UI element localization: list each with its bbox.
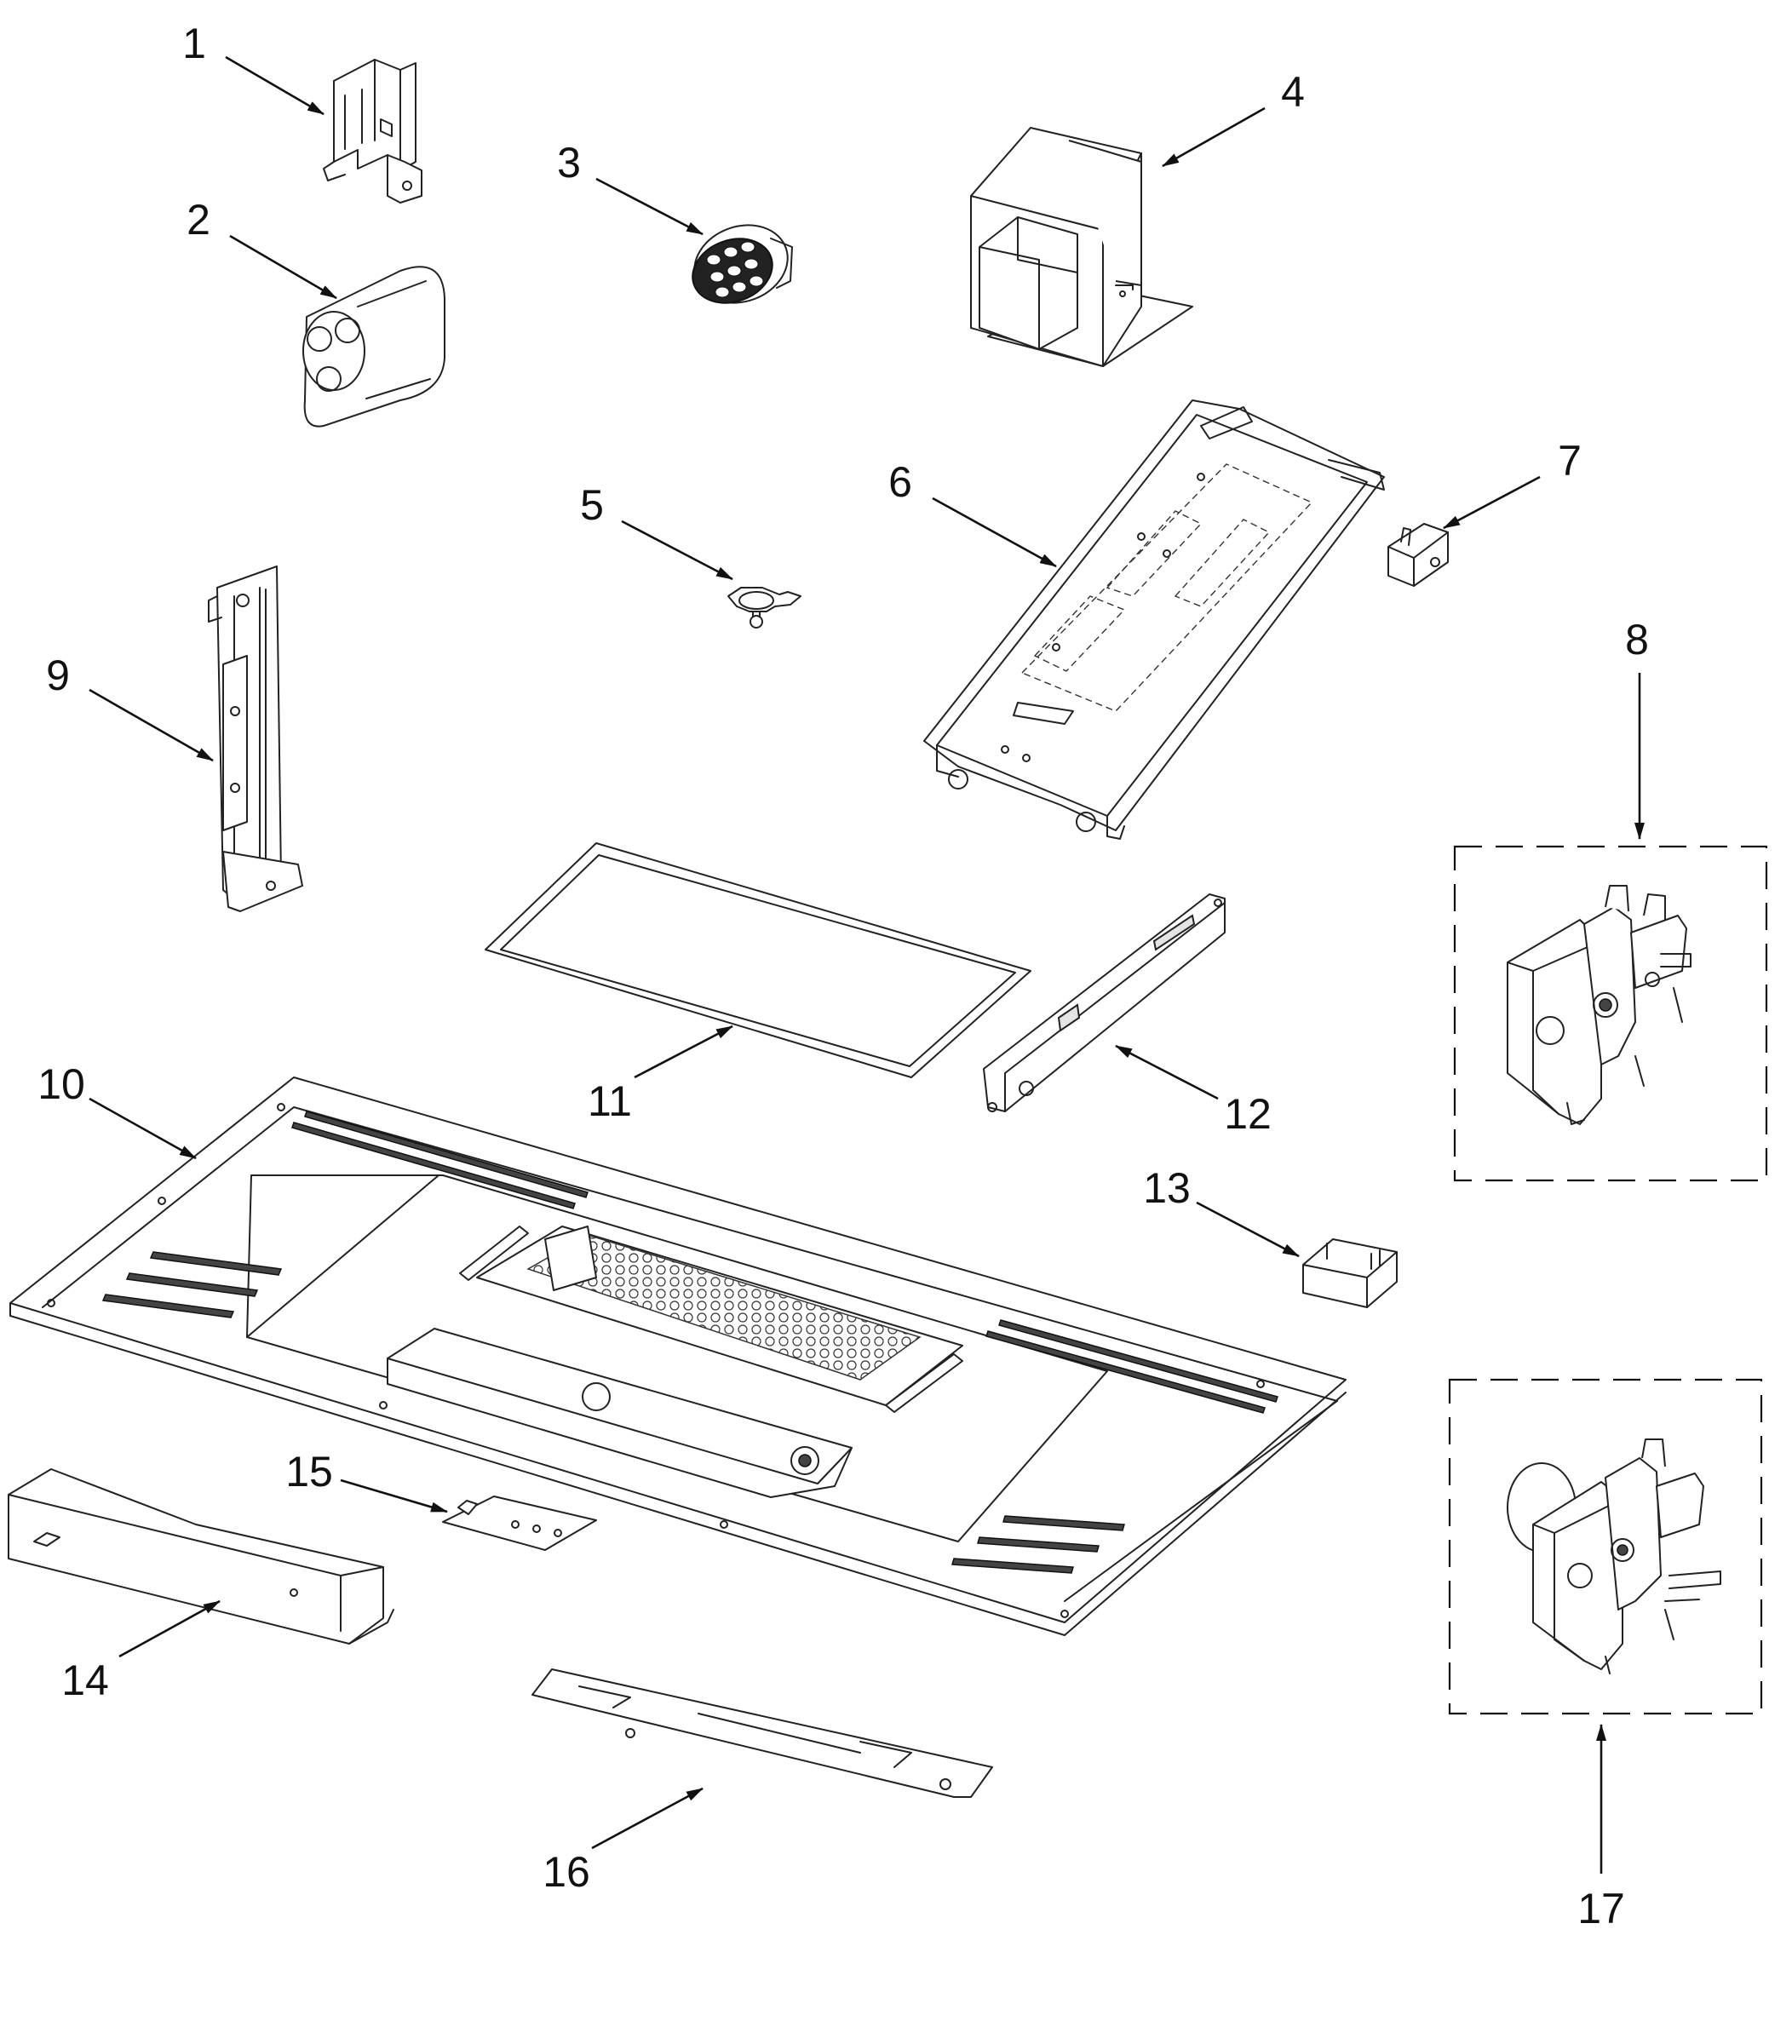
callout-16: 16: [543, 1848, 590, 1896]
part-3-terminal-block: [692, 224, 793, 304]
callout-4: 4: [1281, 68, 1305, 116]
callout-8: 8: [1625, 616, 1649, 663]
part-13-terminal-box: [1302, 1238, 1398, 1308]
callout-15: 15: [285, 1448, 333, 1496]
callout-1: 1: [182, 20, 206, 67]
arrow-7: [1443, 475, 1541, 530]
part-7-switch: [1387, 523, 1449, 587]
arrow-1: [225, 55, 325, 116]
arrow-15: [340, 1478, 448, 1513]
part-1-bracket: [323, 59, 422, 204]
part-8-interlock-assembly: [1453, 845, 1768, 1182]
arrow-10: [89, 1097, 197, 1160]
callout-10: 10: [37, 1060, 85, 1108]
part-12-rail: [983, 893, 1226, 1112]
part-6-mounting-plate: [923, 399, 1385, 840]
part-2-capacitor: [302, 266, 445, 428]
callout-7: 7: [1558, 437, 1582, 485]
leader-arrows: [89, 55, 1645, 1874]
callout-3: 3: [557, 139, 581, 187]
arrow-9: [89, 688, 214, 762]
part-17-interlock-assembly: [1448, 1378, 1763, 1715]
arrow-2: [229, 234, 337, 300]
part-11-glass-tray: [485, 842, 1031, 1078]
callout-14: 14: [61, 1656, 109, 1704]
arrow-13: [1196, 1201, 1300, 1258]
part-9-bracket: [208, 566, 303, 912]
arrow-5: [621, 520, 733, 581]
callout-2: 2: [187, 196, 210, 244]
arrow-12: [1115, 1044, 1219, 1100]
callout-5: 5: [580, 481, 604, 529]
part-15-circuit-board: [442, 1496, 597, 1551]
callout-11: 11: [588, 1077, 632, 1125]
part-14-duct: [8, 1468, 394, 1645]
part-16-support-plate: [531, 1668, 993, 1798]
arrow-16: [591, 1787, 704, 1850]
part-5-thermostat: [727, 587, 801, 629]
arrow-6: [932, 497, 1057, 568]
arrow-3: [595, 177, 704, 236]
part-4-transformer: [970, 127, 1193, 367]
callout-9: 9: [46, 652, 70, 699]
part-10-cavity-base-plate: [9, 1077, 1347, 1636]
arrow-4: [1162, 106, 1266, 168]
vent-slots: [101, 1111, 1278, 1574]
callout-6: 6: [888, 458, 912, 506]
arrow-11: [634, 1025, 733, 1079]
callout-12: 12: [1224, 1090, 1272, 1138]
callout-17: 17: [1577, 1885, 1625, 1932]
callout-13: 13: [1143, 1164, 1191, 1212]
arrow-14: [118, 1599, 221, 1658]
callout-labels: 1 2 3 4 5 6 7 8 9 10 11 12 13 14 15 16 1…: [37, 20, 1649, 1932]
